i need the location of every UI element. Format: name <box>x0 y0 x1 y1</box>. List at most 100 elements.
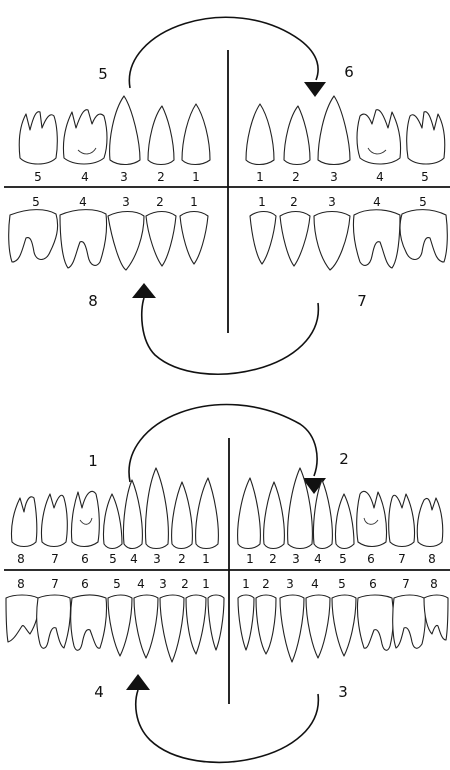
permanent-lower-teeth <box>5 594 449 663</box>
tooth-primary-ul-5 <box>406 111 446 165</box>
primary-lower-teeth <box>8 209 448 271</box>
num-permanent-lr-5: 5 <box>113 577 121 591</box>
primary-quadrant-upper-left: 6 <box>344 63 354 81</box>
permanent-dentition: 1 2 3 4 <box>4 403 450 764</box>
num-permanent-ul-6: 6 <box>367 552 375 566</box>
num-permanent-lr-6: 6 <box>81 577 89 591</box>
num-primary-ul-5: 5 <box>421 170 429 184</box>
num-permanent-ur-8: 8 <box>17 552 25 566</box>
num-permanent-ul-2: 2 <box>269 552 277 566</box>
num-permanent-ur-1: 1 <box>202 552 210 566</box>
tooth-permanent-ll-4 <box>305 594 331 659</box>
tooth-permanent-lr-8 <box>5 594 40 643</box>
tooth-permanent-ll-7 <box>392 594 426 649</box>
num-primary-ur-5: 5 <box>34 170 42 184</box>
permanent-quadrant-lower-right: 4 <box>94 683 104 701</box>
primary-lower-right-numbers: 5 4 3 2 1 <box>32 195 198 209</box>
tooth-primary-ul-2 <box>283 105 311 166</box>
tooth-primary-lr-5 <box>8 209 59 263</box>
num-permanent-lr-4: 4 <box>137 577 145 591</box>
primary-quadrant-lower-left: 7 <box>357 292 367 310</box>
tooth-permanent-ul-3 <box>287 467 313 550</box>
num-permanent-lr-3: 3 <box>159 577 167 591</box>
tooth-primary-ll-2 <box>279 210 311 267</box>
num-permanent-lr-8: 8 <box>17 577 25 591</box>
num-permanent-ll-1: 1 <box>242 577 250 591</box>
permanent-upper-left-numbers: 1 2 3 4 5 6 7 8 <box>246 552 436 566</box>
tooth-permanent-ul-5 <box>334 493 355 550</box>
tooth-permanent-lr-5 <box>107 594 133 657</box>
num-permanent-lr-1: 1 <box>202 577 210 591</box>
num-primary-ul-3: 3 <box>330 170 338 184</box>
tooth-permanent-ul-6-detail <box>363 517 379 525</box>
tooth-permanent-lr-4 <box>133 594 159 659</box>
num-primary-lr-4: 4 <box>79 195 87 209</box>
permanent-arrow-top <box>128 403 318 483</box>
num-permanent-lr-2: 2 <box>181 577 189 591</box>
tooth-permanent-ur-2 <box>171 481 193 550</box>
tooth-permanent-ul-2 <box>263 481 285 550</box>
primary-upper-right-numbers: 5 4 3 2 1 <box>34 170 200 184</box>
tooth-permanent-ll-2 <box>255 594 277 655</box>
primary-upper-teeth <box>18 95 446 166</box>
tooth-primary-ul-1 <box>245 103 275 166</box>
permanent-upper-right-numbers: 8 7 6 5 4 3 2 1 <box>17 552 210 566</box>
num-primary-ul-4: 4 <box>376 170 384 184</box>
num-permanent-ll-7: 7 <box>402 577 410 591</box>
num-permanent-ul-4: 4 <box>314 552 322 566</box>
num-permanent-ul-5: 5 <box>339 552 347 566</box>
num-primary-ur-2: 2 <box>157 170 165 184</box>
tooth-primary-ul-4 <box>356 109 402 165</box>
primary-dentition: 5 6 7 8 <box>4 16 450 375</box>
permanent-quadrant-upper-left: 2 <box>339 450 349 468</box>
num-primary-lr-3: 3 <box>122 195 130 209</box>
num-permanent-ur-6: 6 <box>81 552 89 566</box>
tooth-permanent-ll-8 <box>423 594 449 641</box>
num-primary-ll-2: 2 <box>290 195 298 209</box>
tooth-permanent-lr-1 <box>207 594 225 651</box>
tooth-primary-ur-2 <box>147 105 175 166</box>
tooth-primary-ll-4 <box>352 209 401 269</box>
tooth-permanent-ur-6 <box>70 490 100 548</box>
tooth-permanent-lr-7 <box>36 594 72 649</box>
primary-upper-left-numbers: 1 2 3 4 5 <box>256 170 429 184</box>
permanent-quadrant-lower-left: 3 <box>338 683 348 701</box>
num-permanent-lr-7: 7 <box>51 577 59 591</box>
num-primary-ll-1: 1 <box>258 195 266 209</box>
permanent-quadrant-upper-right: 1 <box>88 452 98 470</box>
tooth-primary-ur-5 <box>18 111 58 165</box>
tooth-permanent-ll-6 <box>356 594 394 651</box>
primary-arrow-bottom-head <box>132 283 156 298</box>
tooth-primary-lr-2 <box>145 210 177 267</box>
tooth-primary-lr-1 <box>179 210 209 265</box>
num-permanent-ll-2: 2 <box>262 577 270 591</box>
num-primary-ul-1: 1 <box>256 170 264 184</box>
num-permanent-ur-7: 7 <box>51 552 59 566</box>
num-primary-ur-1: 1 <box>192 170 200 184</box>
num-permanent-ur-4: 4 <box>130 552 138 566</box>
num-primary-lr-1: 1 <box>190 195 198 209</box>
tooth-primary-ur-3 <box>109 95 141 166</box>
primary-quadrant-lower-right: 8 <box>88 292 98 310</box>
tooth-permanent-ur-3 <box>144 467 169 550</box>
num-permanent-ul-7: 7 <box>398 552 406 566</box>
tooth-permanent-ur-6-detail <box>79 517 93 525</box>
tooth-permanent-ur-4 <box>122 479 143 550</box>
primary-arrow-top-head <box>304 82 326 97</box>
num-primary-ur-3: 3 <box>120 170 128 184</box>
tooth-permanent-lr-6 <box>70 594 108 651</box>
num-permanent-ur-5: 5 <box>109 552 117 566</box>
tooth-permanent-ll-3 <box>279 594 305 663</box>
tooth-permanent-lr-3 <box>159 594 185 663</box>
permanent-lower-left-numbers: 1 2 3 4 5 6 7 8 <box>242 577 438 591</box>
num-primary-ll-5: 5 <box>419 195 427 209</box>
tooth-primary-ul-3 <box>317 95 351 166</box>
tooth-permanent-lr-2 <box>185 594 207 655</box>
num-permanent-ll-3: 3 <box>286 577 294 591</box>
num-permanent-ur-2: 2 <box>178 552 186 566</box>
tooth-permanent-ur-7 <box>40 493 68 548</box>
tooth-primary-ul-4-detail <box>367 147 387 155</box>
primary-lower-left-numbers: 1 2 3 4 5 <box>258 195 427 209</box>
tooth-primary-ll-5 <box>399 209 448 263</box>
